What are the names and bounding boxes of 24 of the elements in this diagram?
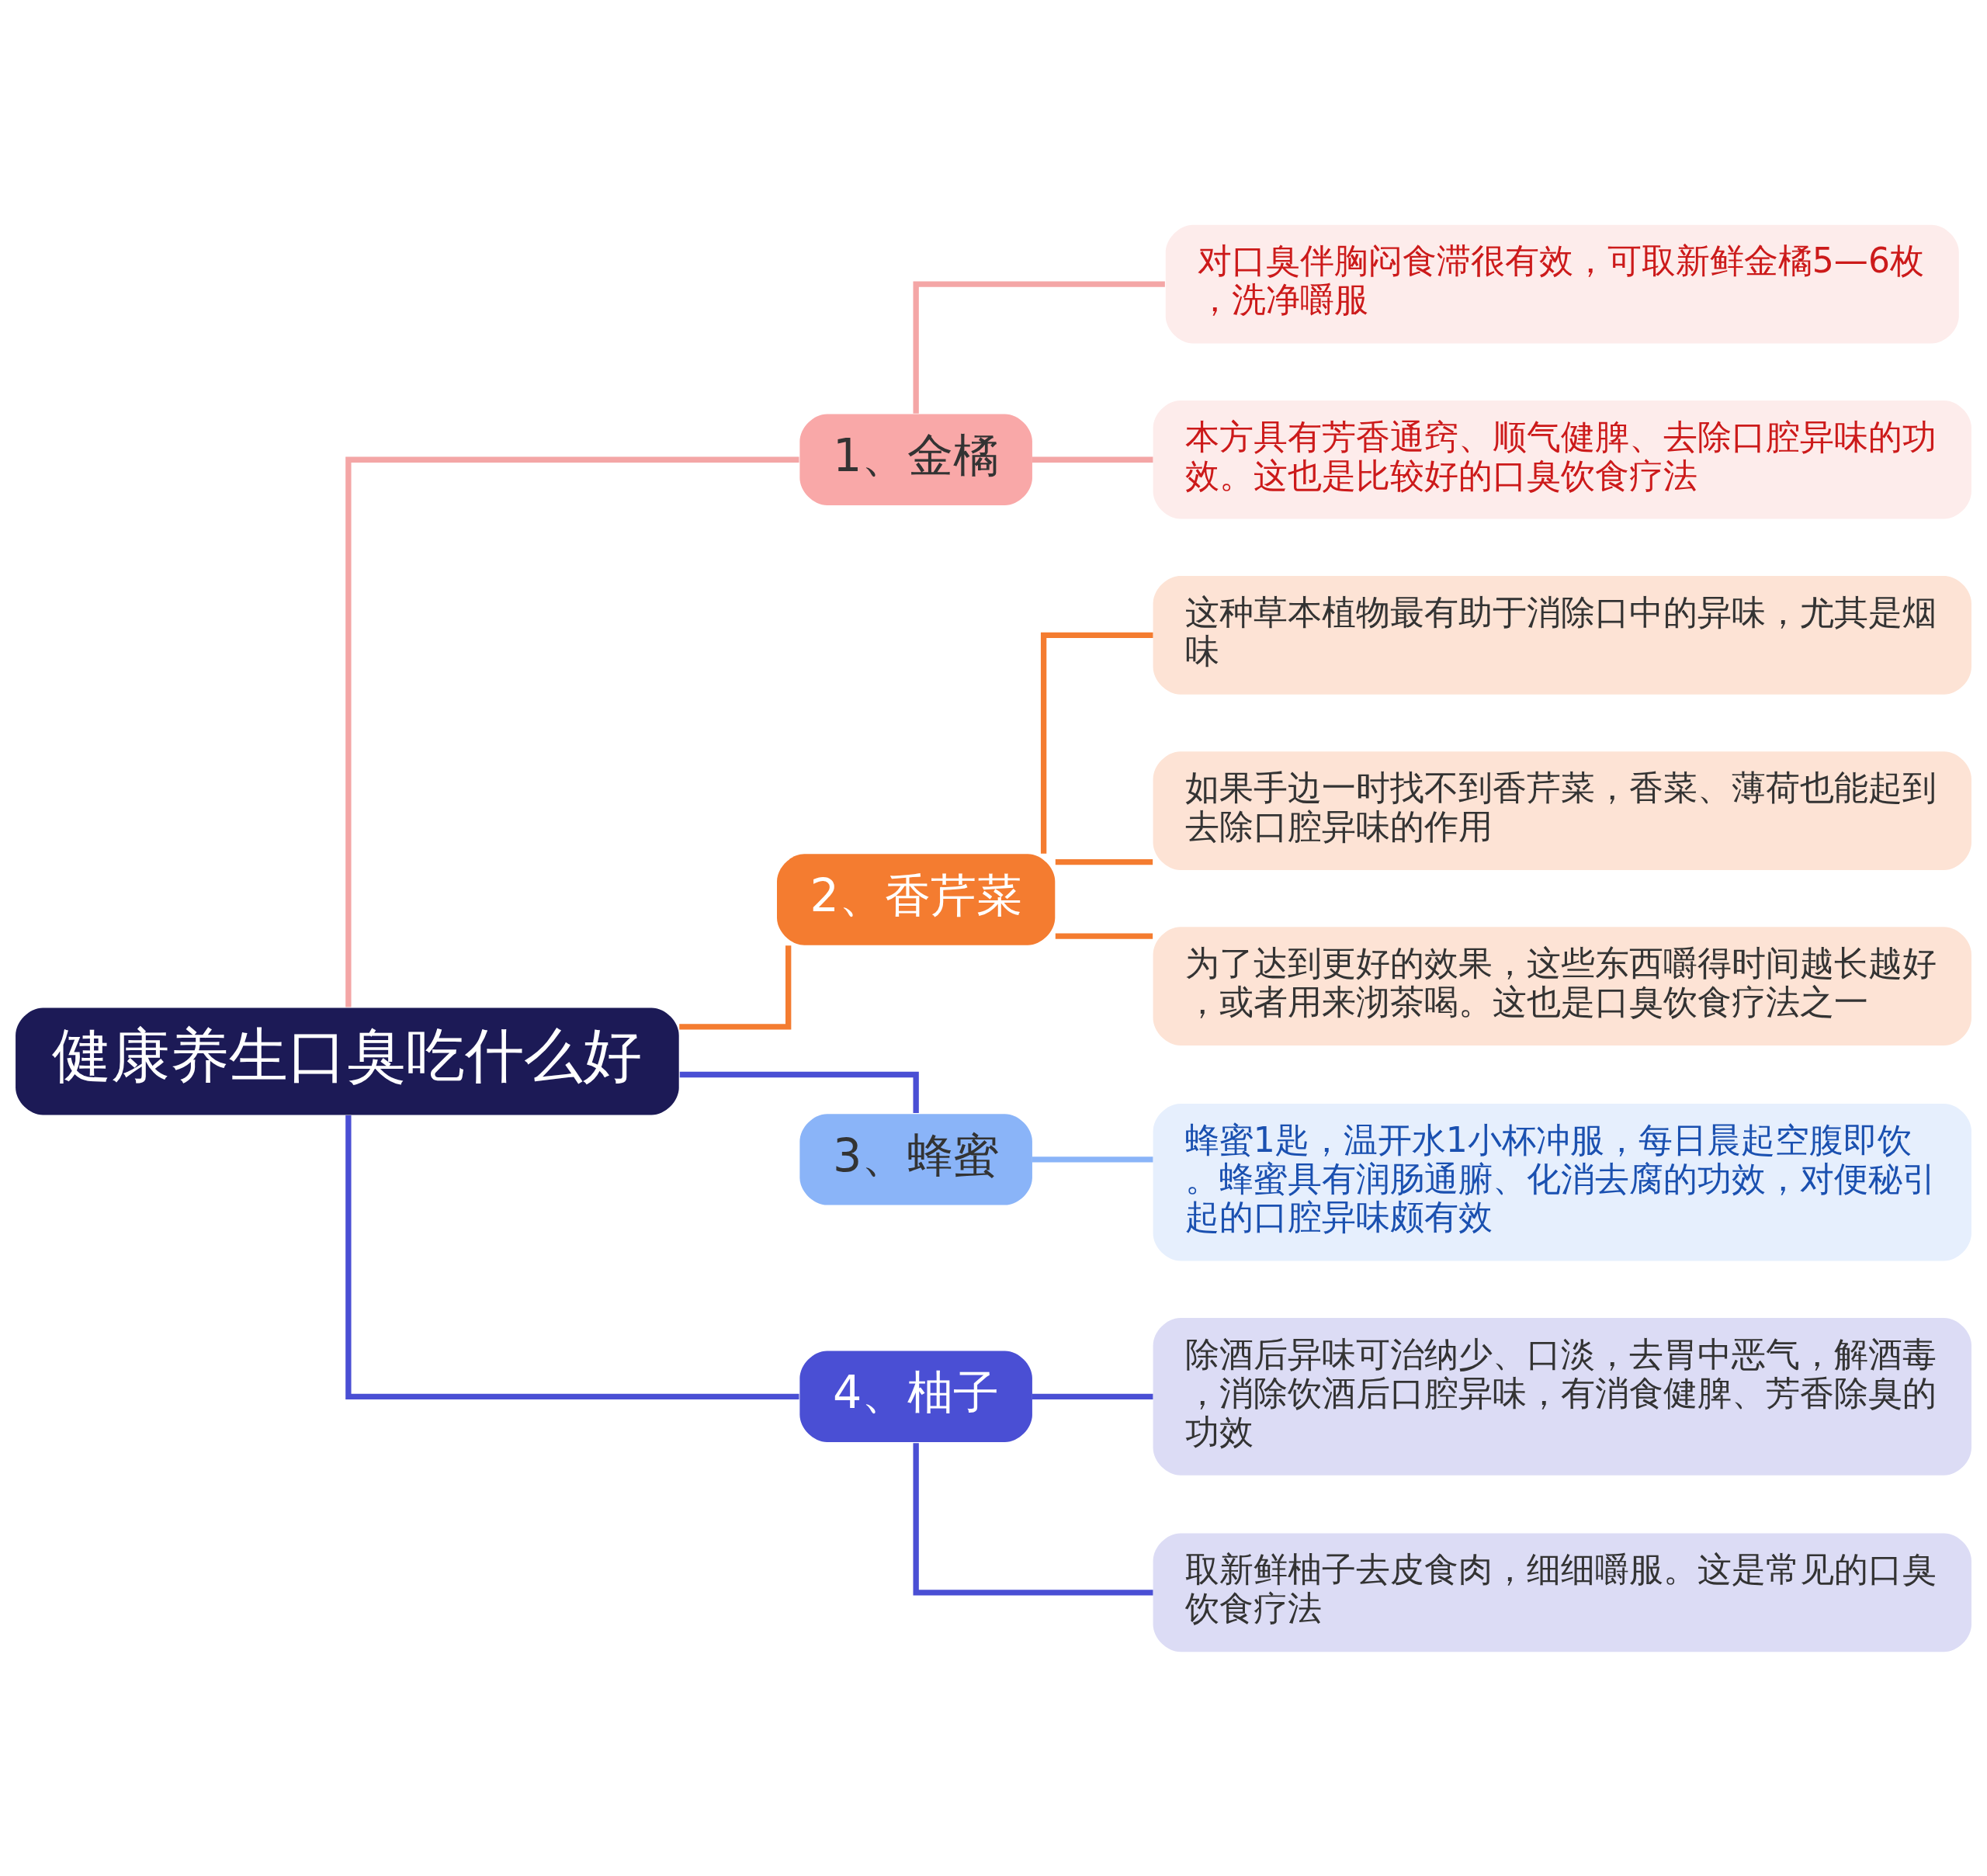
- connector: [345, 456, 799, 1007]
- node-box: 这种草本植物最有助于消除口中的异味，尤其是烟味: [1153, 575, 1971, 695]
- connector: [1032, 456, 1153, 463]
- connector: [679, 945, 792, 1029]
- connector: [1055, 858, 1153, 865]
- node-box: 4、柚子: [799, 1351, 1032, 1442]
- node-box: 为了达到更好的效果，这些东西嚼得时间越长越好，或者用来沏茶喝。这也是口臭饮食疗法之一: [1153, 926, 1971, 1045]
- node-box: 除酒后异味可治纳少、口淡，去胃中恶气，解酒毒，消除饮酒后口腔异味，有消食健脾、芳香除臭的功效: [1153, 1317, 1971, 1475]
- node-box: 1、金橘: [799, 414, 1032, 505]
- connector: [345, 1115, 799, 1399]
- connector: [913, 1442, 1153, 1596]
- node-box: 对口臭伴胸闷食滞很有效，可取新鲜金橘5—6枚，洗净嚼服: [1165, 224, 1959, 343]
- connector: [1055, 932, 1153, 939]
- connector: [1032, 1393, 1153, 1399]
- node-box: 2、香芹菜: [777, 853, 1056, 945]
- connector: [1040, 632, 1153, 854]
- node-box: 取新鲜柚子去皮食肉，细细嚼服。这是常见的口臭饮食疗法: [1153, 1533, 1971, 1652]
- node-box: 3、蜂蜜: [799, 1113, 1032, 1205]
- node-box: 蜂蜜1匙，温开水1小杯冲服，每日晨起空腹即饮。蜂蜜具有润肠通腑、化消去腐的功效，对便秘引起的口腔异味颇有效: [1153, 1103, 1971, 1261]
- connector: [1032, 1156, 1153, 1163]
- node-box: 本方具有芳香通窍、顺气健脾、去除口腔异味的功效。这也是比较好的口臭饮食疗法: [1153, 400, 1971, 519]
- node-box: 如果手边一时找不到香芹菜，香菜、薄荷也能起到去除口腔异味的作用: [1153, 751, 1971, 870]
- node-box: 健康养生口臭吃什么好: [16, 1007, 679, 1115]
- connector: [913, 280, 1165, 414]
